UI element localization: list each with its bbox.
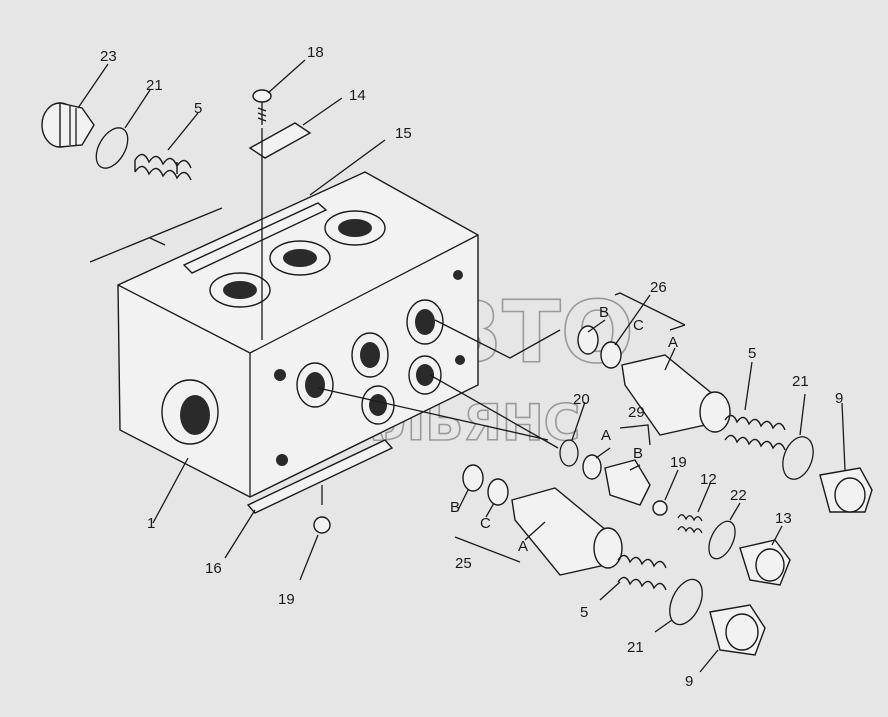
callout-25-b: B — [450, 499, 460, 516]
callout-25-a: A — [518, 538, 528, 555]
plug-9-bottom — [709, 604, 766, 656]
o-ring-21-top — [95, 127, 129, 169]
callout-26-c: C — [633, 317, 644, 334]
spool-26a — [621, 354, 731, 436]
plug-23 — [41, 102, 95, 148]
callout-1: 1 — [147, 515, 155, 532]
ball-19-bottom — [313, 516, 331, 534]
callout-9-right: 9 — [835, 390, 843, 407]
spring-5-bottom — [617, 554, 667, 591]
callout-21-top: 21 — [146, 77, 163, 94]
callout-5-top: 5 — [194, 100, 202, 117]
plate-16 — [246, 439, 394, 514]
plug-9-right — [819, 467, 873, 513]
spring-5-right — [724, 414, 786, 451]
callout-5-bottom: 5 — [580, 604, 588, 621]
o-ring-21-bottom — [669, 578, 703, 626]
callout-29: 29 — [628, 404, 645, 421]
spring-5-top — [134, 153, 192, 181]
callout-22: 22 — [730, 487, 747, 504]
callout-20: 20 — [573, 391, 590, 408]
callout-9-bottom: 9 — [685, 673, 693, 690]
callout-29-a: A — [601, 427, 611, 444]
callout-5-right: 5 — [748, 345, 756, 362]
callout-16: 16 — [205, 560, 222, 577]
nameplate-14 — [248, 122, 312, 159]
callout-25-c: C — [480, 515, 491, 532]
callout-18: 18 — [307, 44, 324, 61]
callout-21-bottom: 21 — [627, 639, 644, 656]
leader-lines — [77, 59, 846, 673]
callout-19-bottom: 19 — [278, 591, 295, 608]
callout-labels: 23 21 5 18 14 15 26 B C A 5 21 9 20 29 A… — [100, 44, 843, 690]
washer-26b — [577, 325, 599, 355]
o-ring-20 — [559, 439, 579, 467]
callout-19-mid: 19 — [670, 454, 687, 471]
spool-25a — [511, 487, 623, 576]
callout-25: 25 — [455, 555, 472, 572]
callout-23: 23 — [100, 48, 117, 65]
o-ring-22 — [708, 520, 736, 560]
plate-15 — [182, 202, 328, 274]
callout-13: 13 — [775, 510, 792, 527]
washer-29a — [582, 454, 602, 480]
washer-26c — [600, 341, 622, 369]
washer-25c — [487, 478, 509, 506]
piston-29b — [604, 459, 651, 506]
callout-26-b: B — [599, 304, 609, 321]
screw-18 — [252, 89, 272, 125]
ball-19-mid — [652, 500, 668, 516]
spring-12 — [677, 514, 703, 534]
callout-14: 14 — [349, 87, 366, 104]
callout-29-b: B — [633, 445, 643, 462]
callout-15: 15 — [395, 125, 412, 142]
callout-26: 26 — [650, 279, 667, 296]
plug-13 — [739, 539, 791, 586]
callout-26-a: A — [668, 334, 678, 351]
callout-21-right: 21 — [792, 373, 809, 390]
o-ring-21-right — [782, 436, 814, 480]
washer-25b — [462, 464, 484, 492]
callout-12: 12 — [700, 471, 717, 488]
